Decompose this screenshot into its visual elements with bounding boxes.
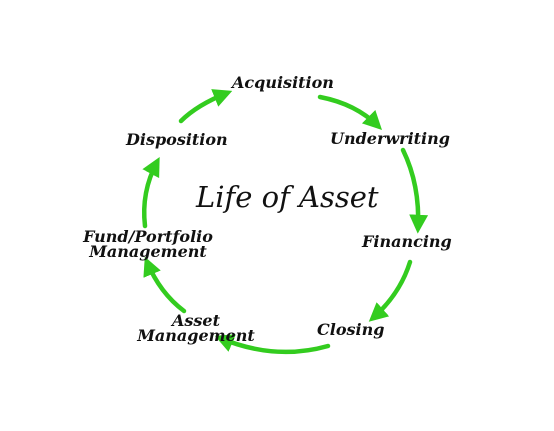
arrow-fund-portfolio-to-disposition xyxy=(141,156,160,229)
stage-acquisition: Acquisition xyxy=(232,73,334,92)
stage-fund-portfolio-line-2: Management xyxy=(89,242,207,262)
stage-fund-portfolio-management: Fund/Portfolio Management xyxy=(78,227,218,262)
stage-asset-management-line-2: Management xyxy=(137,326,255,346)
stage-asset-management: Asset Management xyxy=(136,311,256,346)
stage-underwriting: Underwriting xyxy=(330,129,450,148)
diagram-title: Life of Asset xyxy=(196,180,379,214)
stage-disposition: Disposition xyxy=(126,130,228,149)
arrow-disposition-to-acquisition xyxy=(178,89,233,124)
arrow-asset-management-to-fund-portfolio xyxy=(143,256,187,314)
stage-fund-portfolio-line-1: Fund/Portfolio xyxy=(83,227,213,246)
arrow-acquisition-to-underwriting xyxy=(317,94,383,131)
arrow-underwriting-to-financing xyxy=(400,147,429,234)
arrow-closing-to-asset-management xyxy=(214,334,331,355)
stage-financing: Financing xyxy=(362,232,452,251)
arrow-financing-to-closing xyxy=(368,259,413,322)
stage-asset-management-line-1: Asset xyxy=(172,311,220,330)
stage-closing: Closing xyxy=(317,320,385,339)
